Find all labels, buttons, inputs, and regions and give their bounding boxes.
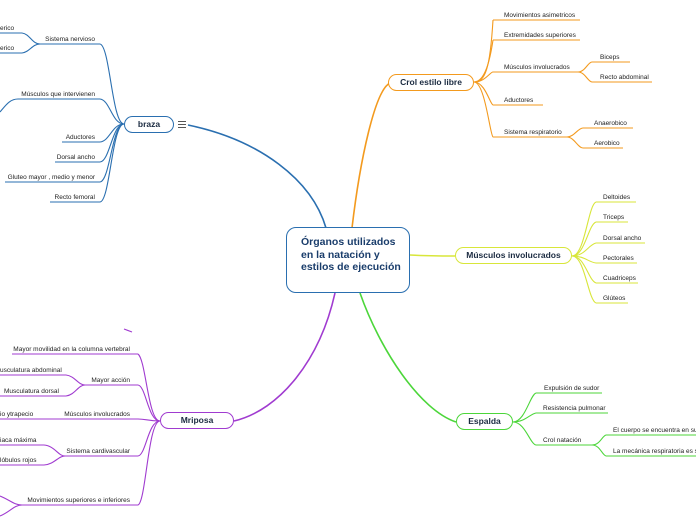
- topic-braza[interactable]: braza: [124, 116, 174, 133]
- espalda-child-expulsion-sudor[interactable]: Expulsión de sudor: [544, 385, 600, 392]
- braza-child-gluteo[interactable]: Gluteo mayor , medio y menor: [7, 174, 95, 181]
- crol-musculos-recto-abdominal[interactable]: Recto abdominal: [600, 74, 649, 81]
- espalda-child-crol-natacion[interactable]: Crol natación: [543, 437, 582, 444]
- central-topic[interactable]: Órganos utilizados en la natación y esti…: [286, 227, 410, 293]
- topic-musculos-involucrados[interactable]: Músculos involucrados: [455, 247, 572, 264]
- mariposa-cardio-globulos[interactable]: lóbulos rojos: [0, 457, 37, 464]
- espalda-child-resistencia-pulmonar[interactable]: Resistencia pulmonar: [543, 405, 606, 412]
- braza-child-musculos-intervienen[interactable]: Músculos que intervienen: [21, 91, 95, 98]
- musculos-child-pectorales[interactable]: Pectorales: [603, 255, 634, 262]
- braza-child-recto-femoral[interactable]: Recto femoral: [54, 194, 95, 201]
- crol-child-aductores[interactable]: Aductores: [504, 97, 534, 104]
- braza-nervioso-item-2[interactable]: erico: [0, 45, 15, 52]
- mariposa-accion-dorsal[interactable]: Musculatura dorsal: [4, 388, 59, 395]
- braza-child-dorsal-ancho[interactable]: Dorsal ancho: [56, 154, 95, 161]
- musculos-child-cuadriceps[interactable]: Cuadriceps: [603, 275, 636, 282]
- mariposa-child-mayor-accion[interactable]: Mayor acción: [91, 377, 130, 384]
- crol-respiratorio-anaerobico[interactable]: Anaerobico: [594, 120, 627, 127]
- central-topic-text: Órganos utilizados en la natación y esti…: [301, 236, 401, 273]
- topic-espalda[interactable]: Espalda: [456, 413, 513, 430]
- espalda-crol-cuerpo[interactable]: El cuerpo se encuentra en sup: [613, 427, 696, 434]
- crol-child-musculos[interactable]: Músculos involucrados: [504, 64, 570, 71]
- espalda-crol-mecanica[interactable]: La mecánica respiratoria es se: [613, 448, 696, 455]
- topic-crol-estilo-libre[interactable]: Crol estilo libre: [388, 74, 474, 91]
- crol-respiratorio-aerobico[interactable]: Aerobico: [594, 140, 620, 147]
- mariposa-child-cardiovascular[interactable]: Sistema cardivascular: [66, 448, 130, 455]
- topic-mariposa[interactable]: Mriposa: [160, 412, 234, 429]
- musculos-child-deltoides[interactable]: Deltoides: [603, 194, 631, 201]
- mariposa-cardio-maxima[interactable]: iaca máxima: [0, 437, 37, 444]
- braza-nervioso-item-1[interactable]: erico: [0, 25, 15, 32]
- mariposa-musculos-trapecio[interactable]: io ytrapecio: [0, 411, 34, 418]
- mariposa-accion-abdominal[interactable]: usculatura abdominal: [0, 367, 62, 374]
- braza-child-sistema-nervioso[interactable]: Sistema nervioso: [45, 36, 95, 43]
- crol-child-movimientos[interactable]: Movimientos asimetricos: [504, 12, 576, 19]
- musculos-child-triceps[interactable]: Triceps: [603, 214, 625, 221]
- braza-child-aductores[interactable]: Aductores: [65, 134, 95, 141]
- musculos-child-gluteos[interactable]: Glúteos: [603, 295, 626, 302]
- menu-lines-icon[interactable]: [178, 121, 186, 128]
- crol-child-sistema-respiratorio[interactable]: Sistema respiratorio: [504, 129, 562, 136]
- crol-child-extremidades[interactable]: Extremidades superiores: [504, 32, 576, 39]
- musculos-child-dorsal-ancho[interactable]: Dorsal ancho: [603, 235, 642, 242]
- mariposa-child-musculos[interactable]: Músculos involucrados: [64, 411, 130, 418]
- crol-musculos-biceps[interactable]: Biceps: [600, 54, 620, 61]
- mariposa-child-movimientos[interactable]: Movimientos superiores e inferiores: [27, 497, 130, 504]
- mariposa-child-movilidad[interactable]: Mayor movilidad en la columna vertebral: [13, 346, 130, 353]
